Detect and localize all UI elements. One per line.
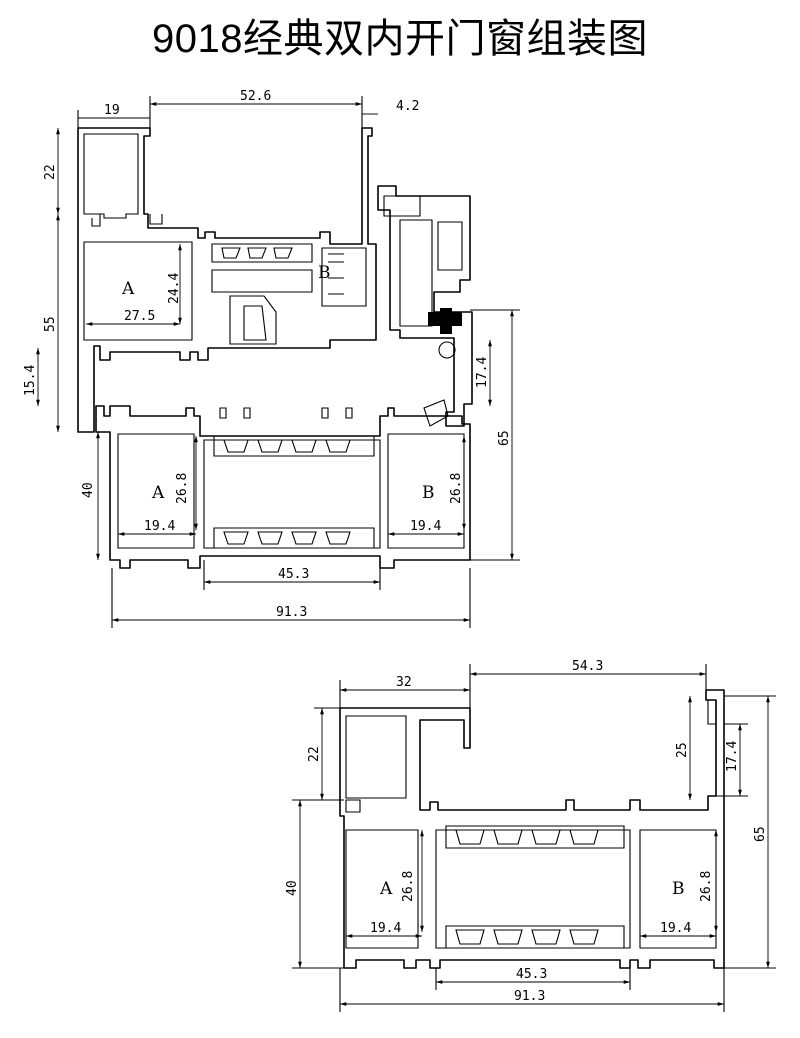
chamber-label-a-upper: A xyxy=(121,279,135,299)
dim-32: 32 xyxy=(396,675,412,690)
dim-45-3: 45.3 xyxy=(278,567,309,582)
drawing-title: 9018经典双内开门窗组装图 xyxy=(152,17,648,61)
dim-19-4-a: 19.4 xyxy=(144,519,175,534)
dim-52-6: 52.6 xyxy=(240,89,271,104)
bottom-assembly: 32 54.3 22 25 17.4 65 40 26.8 19.4 26.8 … xyxy=(285,659,776,1012)
dim-26-8-b: 26.8 xyxy=(449,473,464,504)
dim-19-4-d: 19.4 xyxy=(660,921,691,936)
sash-profile-bottom xyxy=(339,689,725,969)
dim-19-4-c: 19.4 xyxy=(370,921,401,936)
dim-15-4: 15.4 xyxy=(23,365,38,396)
chamber-label-b-bottom: B xyxy=(672,879,685,899)
chamber-label-a-lower: A xyxy=(151,483,165,503)
dim-24-4: 24.4 xyxy=(167,273,182,304)
sash-profile-upper xyxy=(77,127,377,433)
dim-40-b: 40 xyxy=(285,880,300,896)
chamber-label-a-bottom: A xyxy=(379,879,393,899)
dim-91-3: 91.3 xyxy=(276,605,307,620)
dim-26-8-a: 26.8 xyxy=(175,473,190,504)
chamber-label-b-lower: B xyxy=(422,483,435,503)
dim-22: 22 xyxy=(43,164,58,180)
dim-91-3-b: 91.3 xyxy=(514,989,545,1004)
dim-4-2: 4.2 xyxy=(396,99,419,114)
dim-65-b: 65 xyxy=(753,826,768,842)
dim-45-3-b: 45.3 xyxy=(516,967,547,982)
dim-27-5: 27.5 xyxy=(124,309,155,324)
gasket-round xyxy=(438,341,456,359)
dim-26-8-c: 26.8 xyxy=(401,871,416,902)
dim-25: 25 xyxy=(675,742,690,758)
top-assembly: 19 52.6 4.2 22 55 15.4 24.4 27.5 17.4 65… xyxy=(23,89,520,628)
dim-22-b: 22 xyxy=(307,746,322,762)
dim-26-8-d: 26.8 xyxy=(699,871,714,902)
chamber-label-b-upper: B xyxy=(318,263,331,283)
dim-17-4-b: 17.4 xyxy=(725,741,740,772)
glazing-bead-profile xyxy=(377,185,473,427)
top-dim-lines xyxy=(36,96,520,628)
dim-19-4-b: 19.4 xyxy=(410,519,441,534)
dim-19: 19 xyxy=(104,103,120,118)
dim-40: 40 xyxy=(81,482,96,498)
dim-54-3: 54.3 xyxy=(572,659,603,674)
dim-17-4: 17.4 xyxy=(475,357,490,388)
frame-profile-lower xyxy=(95,405,471,569)
bottom-dim-lines xyxy=(292,664,776,1012)
dim-55: 55 xyxy=(43,316,58,332)
dim-65: 65 xyxy=(497,430,512,446)
gasket-seal xyxy=(428,308,462,334)
